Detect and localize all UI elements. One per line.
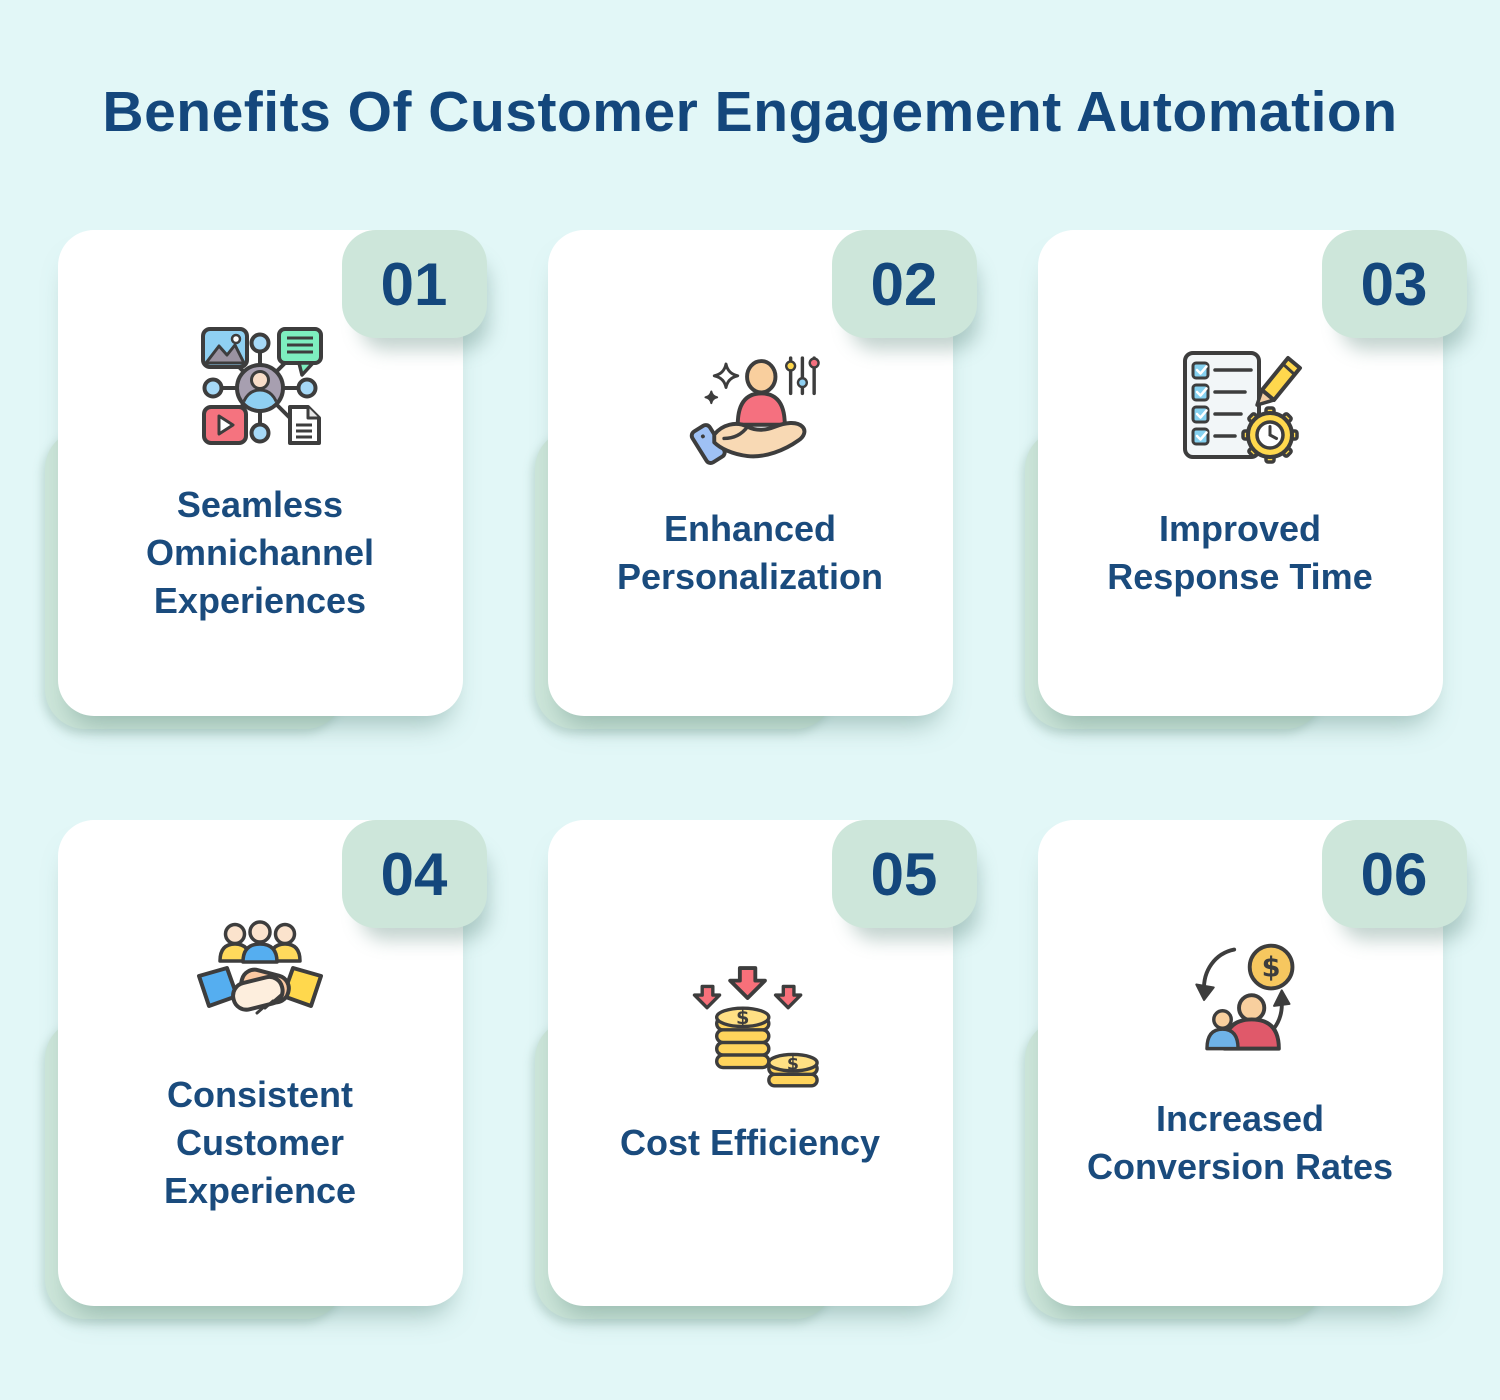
- svg-text:$: $: [736, 1006, 749, 1029]
- card-number: 01: [380, 250, 448, 318]
- benefit-card: 03: [1024, 230, 1467, 729]
- hand-holding-person-icon: [679, 345, 821, 479]
- card-number: 04: [380, 840, 448, 908]
- card-number-badge: 03: [1321, 230, 1467, 338]
- card-title: Cost Efficiency: [619, 1122, 881, 1164]
- svg-text:$: $: [787, 1055, 799, 1075]
- card-title: Improved Response Time: [1107, 508, 1373, 597]
- card-title: Consistent Customer Experience: [163, 1074, 357, 1211]
- benefit-card: 02 Enhanced Personalization: [534, 230, 977, 729]
- checklist-clock-icon: [1173, 345, 1308, 479]
- coins-down-arrows-icon: $ $: [680, 959, 820, 1093]
- card-title: Increased Conversion Rates: [1086, 1098, 1394, 1187]
- card-body: 06 $ Increased Conversion Rates: [1037, 820, 1467, 1306]
- handshake-people-icon: [185, 911, 335, 1045]
- benefits-grid: 01: [0, 230, 1500, 1319]
- person-dollar-cycle-icon: $: [1172, 935, 1308, 1069]
- card-body: 04 Consistent Customer Experience: [57, 820, 487, 1306]
- omnichannel-network-icon: [195, 321, 325, 455]
- benefit-card: 06 $ Increased Conversion Rates: [1024, 820, 1467, 1319]
- card-number: 05: [870, 840, 938, 908]
- card-title: Seamless Omnichannel Experiences: [145, 484, 375, 621]
- card-number-badge: 04: [341, 820, 487, 928]
- card-body: 05 $ $ Cost Efficiency: [547, 820, 977, 1306]
- card-number-badge: 05: [831, 820, 977, 928]
- card-number: 03: [1360, 250, 1428, 318]
- benefit-card: 01: [44, 230, 487, 729]
- card-body: 01: [57, 230, 487, 716]
- card-body: 02 Enhanced Personalization: [547, 230, 977, 716]
- card-number-badge: 06: [1321, 820, 1467, 928]
- benefit-card: 04 Consistent Customer Experience: [44, 820, 487, 1319]
- page-title: Benefits Of Customer Engagement Automati…: [102, 80, 1398, 144]
- svg-text:$: $: [1262, 953, 1281, 984]
- card-number: 06: [1360, 840, 1428, 908]
- card-body: 03: [1037, 230, 1467, 716]
- card-number-badge: 02: [831, 230, 977, 338]
- card-number: 02: [870, 250, 938, 318]
- card-title: Enhanced Personalization: [616, 508, 884, 597]
- card-number-badge: 01: [341, 230, 487, 338]
- benefit-card: 05 $ $ Cost Efficiency: [534, 820, 977, 1319]
